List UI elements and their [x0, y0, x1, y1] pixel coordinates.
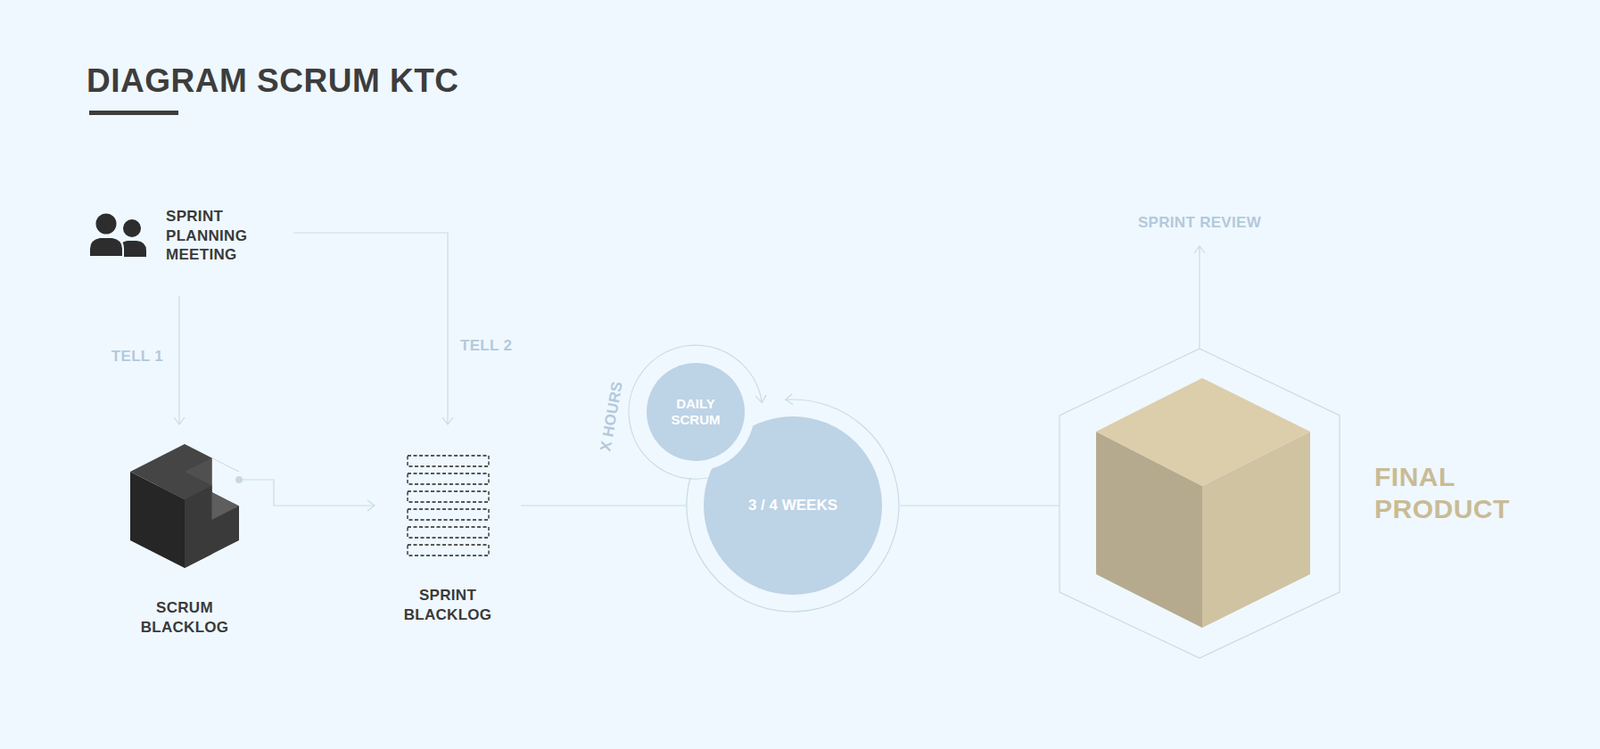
side-label: X HOURS	[596, 379, 627, 454]
edge-label: TELL 2	[460, 337, 512, 355]
dashed-row	[407, 473, 489, 485]
dashed-row	[407, 527, 489, 538]
node-label: DAILY SCRUM	[671, 395, 721, 429]
sprint-backlog: SPRINT BLACKLOG	[374, 424, 521, 625]
diagram-title: DIAGRAM SCRUM KTC	[86, 62, 460, 100]
backlog-cube	[130, 444, 240, 569]
planning-meeting: SPRINT PLANNING MEETING	[85, 203, 294, 297]
connector	[293, 232, 454, 425]
review-node: SPRINT REVIEW	[1138, 214, 1262, 247]
title-underline	[89, 110, 179, 116]
dashed-row	[407, 491, 489, 503]
node-label: SPRINT BLACKLOG	[404, 585, 493, 625]
arrowhead	[1194, 246, 1205, 254]
edge-label: TELL 1	[111, 347, 164, 366]
product-hexagon: FINAL PRODUCT	[1059, 348, 1340, 659]
scrum-backlog: SCRUM BLACKLOG	[130, 424, 240, 637]
dashed-row	[407, 544, 489, 556]
node-label: 3 / 4 WEEKS	[748, 496, 838, 515]
arrowhead	[173, 417, 185, 425]
person-head	[95, 213, 118, 236]
connector	[235, 476, 375, 512]
arrowhead	[442, 417, 454, 425]
connector	[520, 505, 686, 507]
circle-disc	[646, 362, 745, 462]
circle-disc	[703, 416, 883, 595]
connector-line	[899, 504, 1060, 506]
node-label: SCRUM BLACKLOG	[140, 598, 230, 637]
connector-line	[239, 479, 375, 506]
connector-line	[293, 232, 448, 425]
person-body	[89, 237, 124, 257]
connector-line	[1198, 246, 1200, 349]
node-label: SPRINT PLANNING MEETING	[165, 206, 248, 265]
cube-face	[157, 471, 213, 500]
node-shape	[1059, 348, 1340, 659]
dashed-row	[407, 509, 489, 520]
connector	[899, 505, 1060, 507]
people-icon	[89, 213, 147, 258]
cube-face	[184, 486, 213, 570]
connector-dot	[235, 476, 243, 484]
cube-face	[1096, 378, 1311, 487]
sprint-list-icon	[407, 455, 489, 556]
circle-gap	[636, 353, 755, 471]
person-head	[123, 219, 141, 238]
dashed-row	[407, 455, 489, 467]
arrowhead	[755, 395, 767, 404]
connector	[173, 296, 185, 426]
daily-circle: DAILY SCRUM	[628, 345, 763, 479]
hexagon-outline	[1059, 348, 1340, 659]
node-label: FINAL PRODUCT	[1374, 461, 1510, 526]
node-label: SPRINT REVIEW	[1138, 214, 1262, 232]
cycle-rings	[628, 345, 899, 612]
arrowhead	[785, 394, 793, 405]
connector-line	[178, 296, 180, 426]
arrowhead	[367, 500, 375, 512]
connector-line	[520, 504, 686, 506]
connector	[1194, 246, 1205, 349]
